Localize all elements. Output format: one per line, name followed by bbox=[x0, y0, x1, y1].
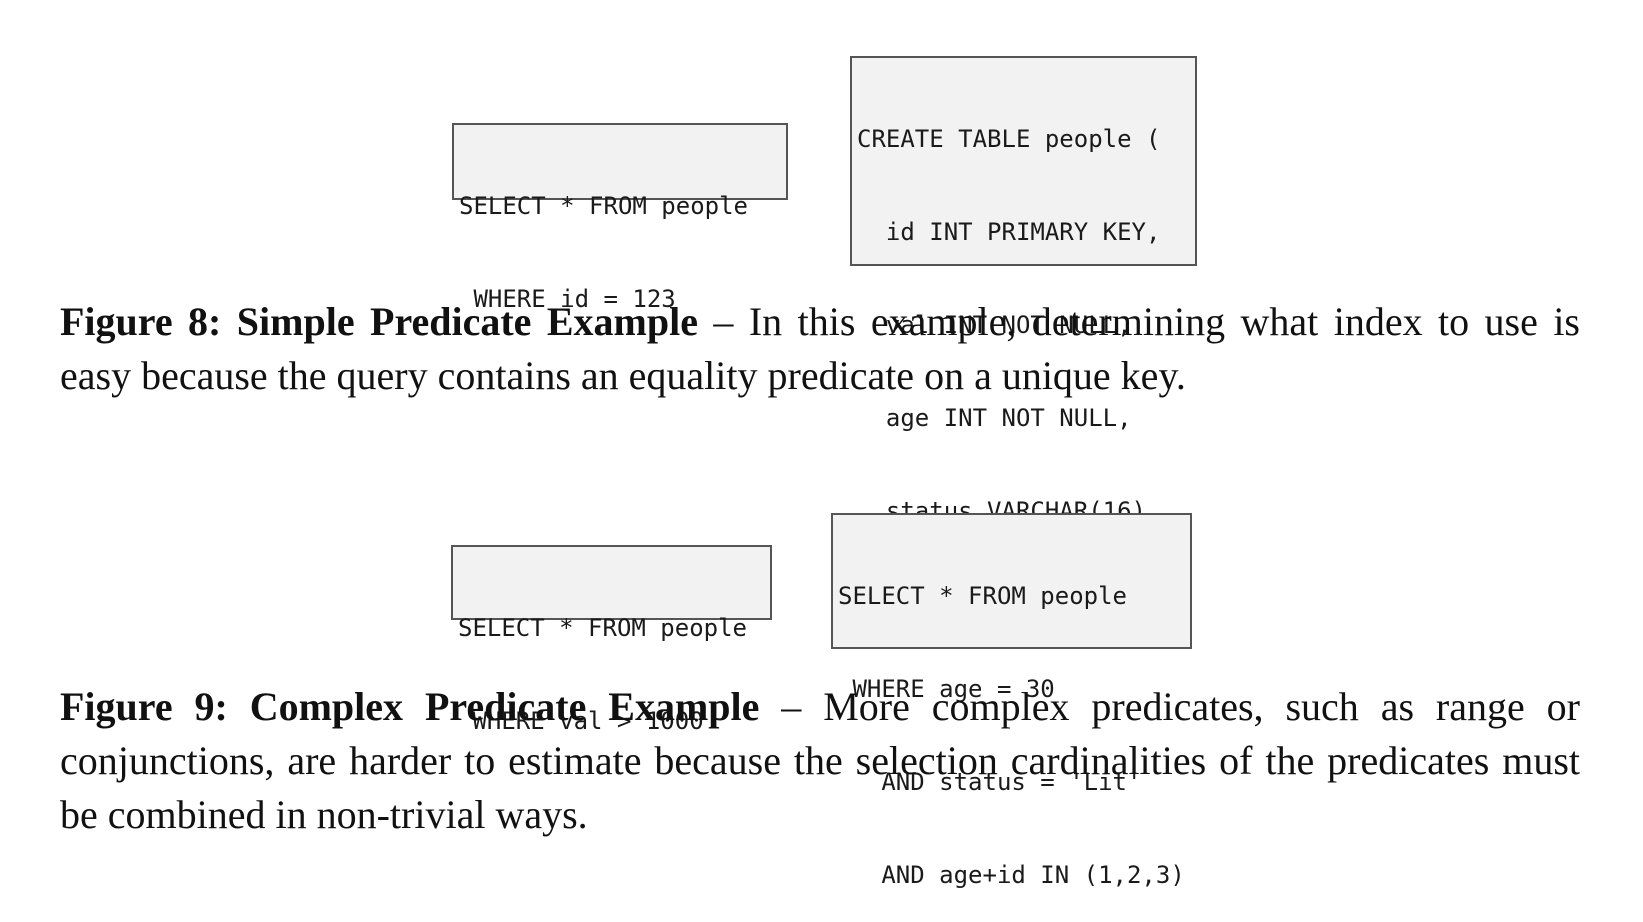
figure9-range-query-code-box: SELECT * FROM people WHERE val > 1000 bbox=[451, 545, 772, 735]
code-line: id INT PRIMARY KEY, bbox=[857, 218, 1161, 246]
code-line: AND status = 'Lit' bbox=[838, 768, 1142, 796]
code-line: WHERE age = 30 bbox=[838, 675, 1055, 703]
figure8-caption-text: – In this example, determining what inde… bbox=[60, 299, 1580, 398]
figure9-caption: Figure 9: Complex Predicate Example – Mo… bbox=[60, 680, 1580, 842]
figure9-caption-text: – More complex predicates, such as range… bbox=[60, 684, 1580, 837]
figure8-caption: Figure 8: Simple Predicate Example – In … bbox=[60, 295, 1580, 403]
figure8-caption-label: Figure 8: Simple Predicate Example bbox=[60, 299, 698, 344]
code-line: SELECT * FROM people bbox=[838, 582, 1127, 610]
code-line: SELECT * FROM people bbox=[459, 192, 748, 220]
figure9-caption-label: Figure 9: Complex Predicate Example bbox=[60, 684, 760, 729]
code-line: AND age+id IN (1,2,3) bbox=[838, 861, 1185, 889]
figure8-schema-code-box: CREATE TABLE people ( id INT PRIMARY KEY… bbox=[850, 56, 1197, 618]
figure8-query-code-box: SELECT * FROM people WHERE id = 123 bbox=[452, 123, 788, 313]
code-line: age INT NOT NULL, bbox=[857, 404, 1132, 432]
code-line: SELECT * FROM people bbox=[458, 614, 747, 642]
code-line: CREATE TABLE people ( bbox=[857, 125, 1161, 153]
code-line: val INT NOT NULL, bbox=[857, 311, 1132, 339]
code-line: WHERE id = 123 bbox=[459, 285, 676, 313]
figure9-conjunction-query-code-box: SELECT * FROM people WHERE age = 30 AND … bbox=[831, 513, 1192, 889]
code-line: WHERE val > 1000 bbox=[458, 707, 704, 735]
